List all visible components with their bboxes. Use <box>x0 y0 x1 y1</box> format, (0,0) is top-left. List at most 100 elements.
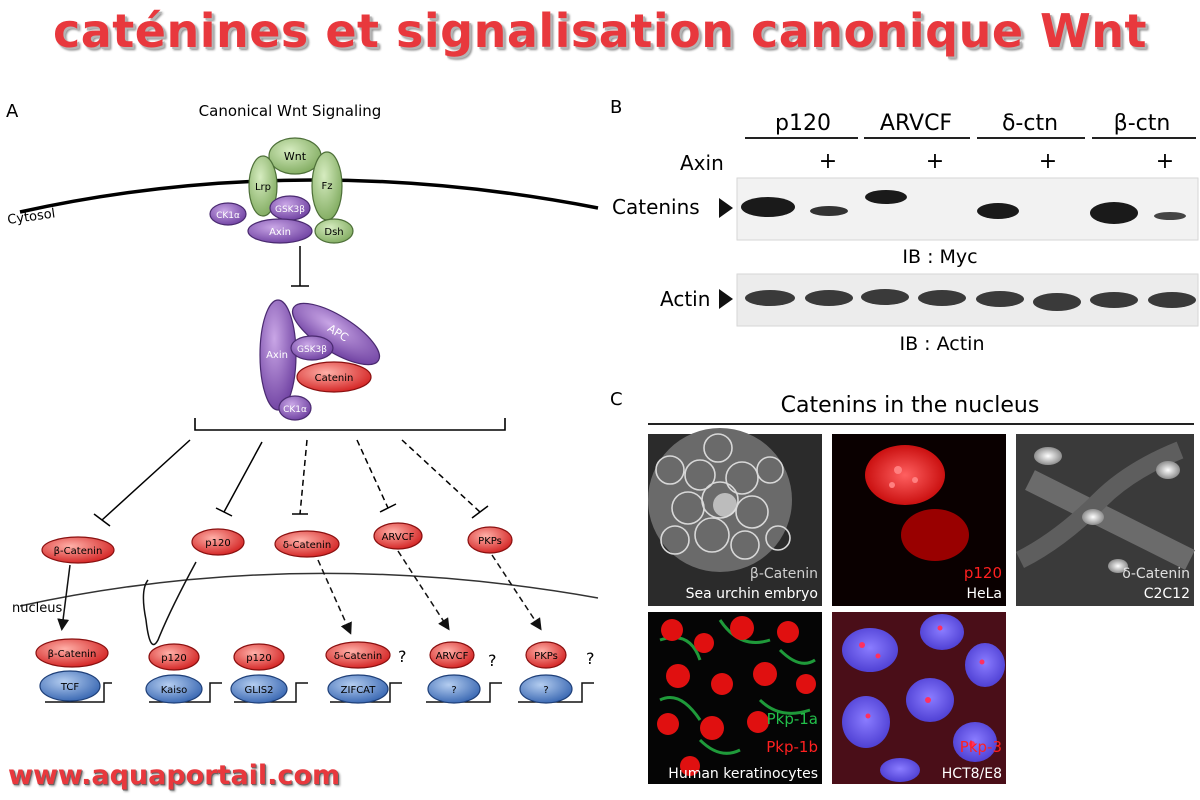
catenins-arrow-icon <box>719 198 733 218</box>
catenin-label: Catenin <box>315 373 354 384</box>
column-header: p120 <box>775 111 831 136</box>
cytosol-label: Cytosol <box>6 206 56 228</box>
destruction-complex: Axin APC GSK3β Catenin CK1α <box>259 299 381 421</box>
micrograph-c2c12: δ-Catenin C2C12 <box>1015 434 1195 606</box>
ib-actin-label: IB : Actin <box>900 333 985 355</box>
actin-row-label: Actin <box>660 287 710 311</box>
gsk-membrane-label: GSK3β <box>275 205 305 215</box>
target-label: δ-Catenin <box>283 540 331 551</box>
transcription-factor-label: Kaiso <box>161 685 188 696</box>
axin-plus: + <box>1156 149 1174 174</box>
brace <box>194 418 506 431</box>
target-label: β-Catenin <box>54 546 103 557</box>
unknown-mark: ? <box>398 647 407 666</box>
nuclear-catenin-label: β-Catenin <box>48 649 97 660</box>
cell-membrane <box>19 178 599 214</box>
axin-label: Axin <box>266 350 288 361</box>
target-label: p120 <box>205 538 230 549</box>
receptor-complex: Wnt Lrp Fz CK1α GSK3β Axin Dsh <box>209 137 354 244</box>
gsk-protein <box>290 335 334 361</box>
catenin-bands <box>741 190 1186 224</box>
transcription-factor <box>519 674 573 704</box>
target-label: PKPs <box>478 536 502 547</box>
micrograph-hela: p120 HeLa <box>832 434 1006 606</box>
nuclear-catenin <box>148 643 200 671</box>
nuclear-catenin <box>525 641 567 669</box>
nuclear-catenin-label: δ-Catenin <box>334 651 382 662</box>
unknown-mark: ? <box>488 651 497 670</box>
micrograph-stain: Pkp-1a <box>767 710 818 728</box>
transcription-factor-label: ZIFCAT <box>341 685 377 696</box>
target-beta-catenin <box>41 536 115 564</box>
micrograph-hct8: Pkp-3 HCT8/E8 <box>832 612 1006 784</box>
panel-a-letter: A <box>6 101 19 122</box>
transcription-factor-label: ? <box>451 685 456 696</box>
target-pkps <box>467 526 513 554</box>
panel-b: B p120 ARVCF δ-ctn β-ctn Axin + + + + Ca… <box>610 97 1199 355</box>
unknown-mark: ? <box>586 649 595 668</box>
micrograph-sample: Sea urchin embryo <box>686 586 818 602</box>
micrograph-sample: HCT8/E8 <box>942 766 1002 782</box>
transcription-factor-label: ? <box>543 685 548 696</box>
column-header: δ-ctn <box>1002 111 1058 136</box>
nuclear-catenin-label: ARVCF <box>436 651 469 662</box>
cytoplasmic-catenins: β-Catenin p120 δ-Catenin ARVCF PKPs <box>41 522 513 564</box>
micrograph-sample: Human keratinocytes <box>668 766 818 782</box>
lrp-receptor <box>248 155 278 217</box>
micrograph-stain: Pkp-3 <box>960 738 1002 756</box>
lrp-label: Lrp <box>255 182 271 193</box>
transcription-factor <box>145 674 203 704</box>
micrograph-stain: β-Catenin <box>750 566 818 582</box>
watermark-url: www.aquaportail.com <box>8 760 341 791</box>
dsh-label: Dsh <box>324 227 343 238</box>
branch-lines <box>93 439 489 527</box>
micrograph-sea-urchin: β-Catenin Sea urchin embryo <box>648 428 822 606</box>
micrograph-stain: Pkp-1b <box>766 738 818 756</box>
micrograph-stain: p120 <box>964 564 1002 582</box>
transcription-factor <box>230 674 288 704</box>
micrograph-keratinocytes: Pkp-1a Pkp-1b Human keratinocytes <box>648 612 822 784</box>
nuclear-catenin-label: PKPs <box>534 651 558 662</box>
transcription-factor <box>39 670 101 702</box>
panel-c-letter: C <box>610 389 623 410</box>
ck1-protein <box>278 395 312 421</box>
nuclear-complexes: β-Catenin TCF p120 Kaiso p120 GLIS2 δ-Ca… <box>35 638 595 704</box>
nuclear-catenin <box>233 643 285 671</box>
column-header: ARVCF <box>880 111 952 136</box>
transcription-factor-label: GLIS2 <box>245 685 274 696</box>
actin-arrow-icon <box>719 289 733 309</box>
actin-bands <box>745 289 1196 311</box>
target-p120 <box>191 528 245 556</box>
column-header: β-ctn <box>1114 111 1171 136</box>
nuclear-catenin <box>429 641 475 669</box>
promoter-lines <box>45 682 594 703</box>
target-label: ARVCF <box>382 532 415 543</box>
nuclear-membrane <box>19 572 599 607</box>
axin-membrane <box>247 218 313 244</box>
ck1-label: CK1α <box>283 405 307 415</box>
catenins-row-label: Catenins <box>612 195 700 219</box>
micrograph-sample: HeLa <box>966 586 1002 602</box>
axin-plus: + <box>1039 149 1057 174</box>
micrograph-stain: δ-Catenin <box>1122 566 1190 582</box>
axin-plus: + <box>819 149 837 174</box>
nuclear-catenin-label: p120 <box>246 653 271 664</box>
nuclear-catenin-label: p120 <box>161 653 186 664</box>
ck1-membrane <box>209 202 247 226</box>
axin-plus: + <box>926 149 944 174</box>
dsh-protein <box>314 218 354 244</box>
ib-myc-label: IB : Myc <box>902 246 977 268</box>
transcription-factor <box>427 674 481 704</box>
target-delta-catenin <box>274 530 340 558</box>
panel-a: A Canonical Wnt Signaling Cytosol Wnt Lr… <box>6 101 599 704</box>
transcription-factor-label: TCF <box>60 682 80 693</box>
micrograph-sample: C2C12 <box>1144 586 1190 602</box>
catenin-protein <box>296 361 372 393</box>
nucleus-label: nucleus <box>12 601 62 616</box>
panel-c: C Catenins in the nucleus β-Catenin Sea … <box>610 389 1195 784</box>
target-arvcf <box>373 522 423 550</box>
axin-membrane-label: Axin <box>269 227 291 238</box>
ck1-membrane-label: CK1α <box>216 211 240 221</box>
wnt-label: Wnt <box>284 150 307 163</box>
